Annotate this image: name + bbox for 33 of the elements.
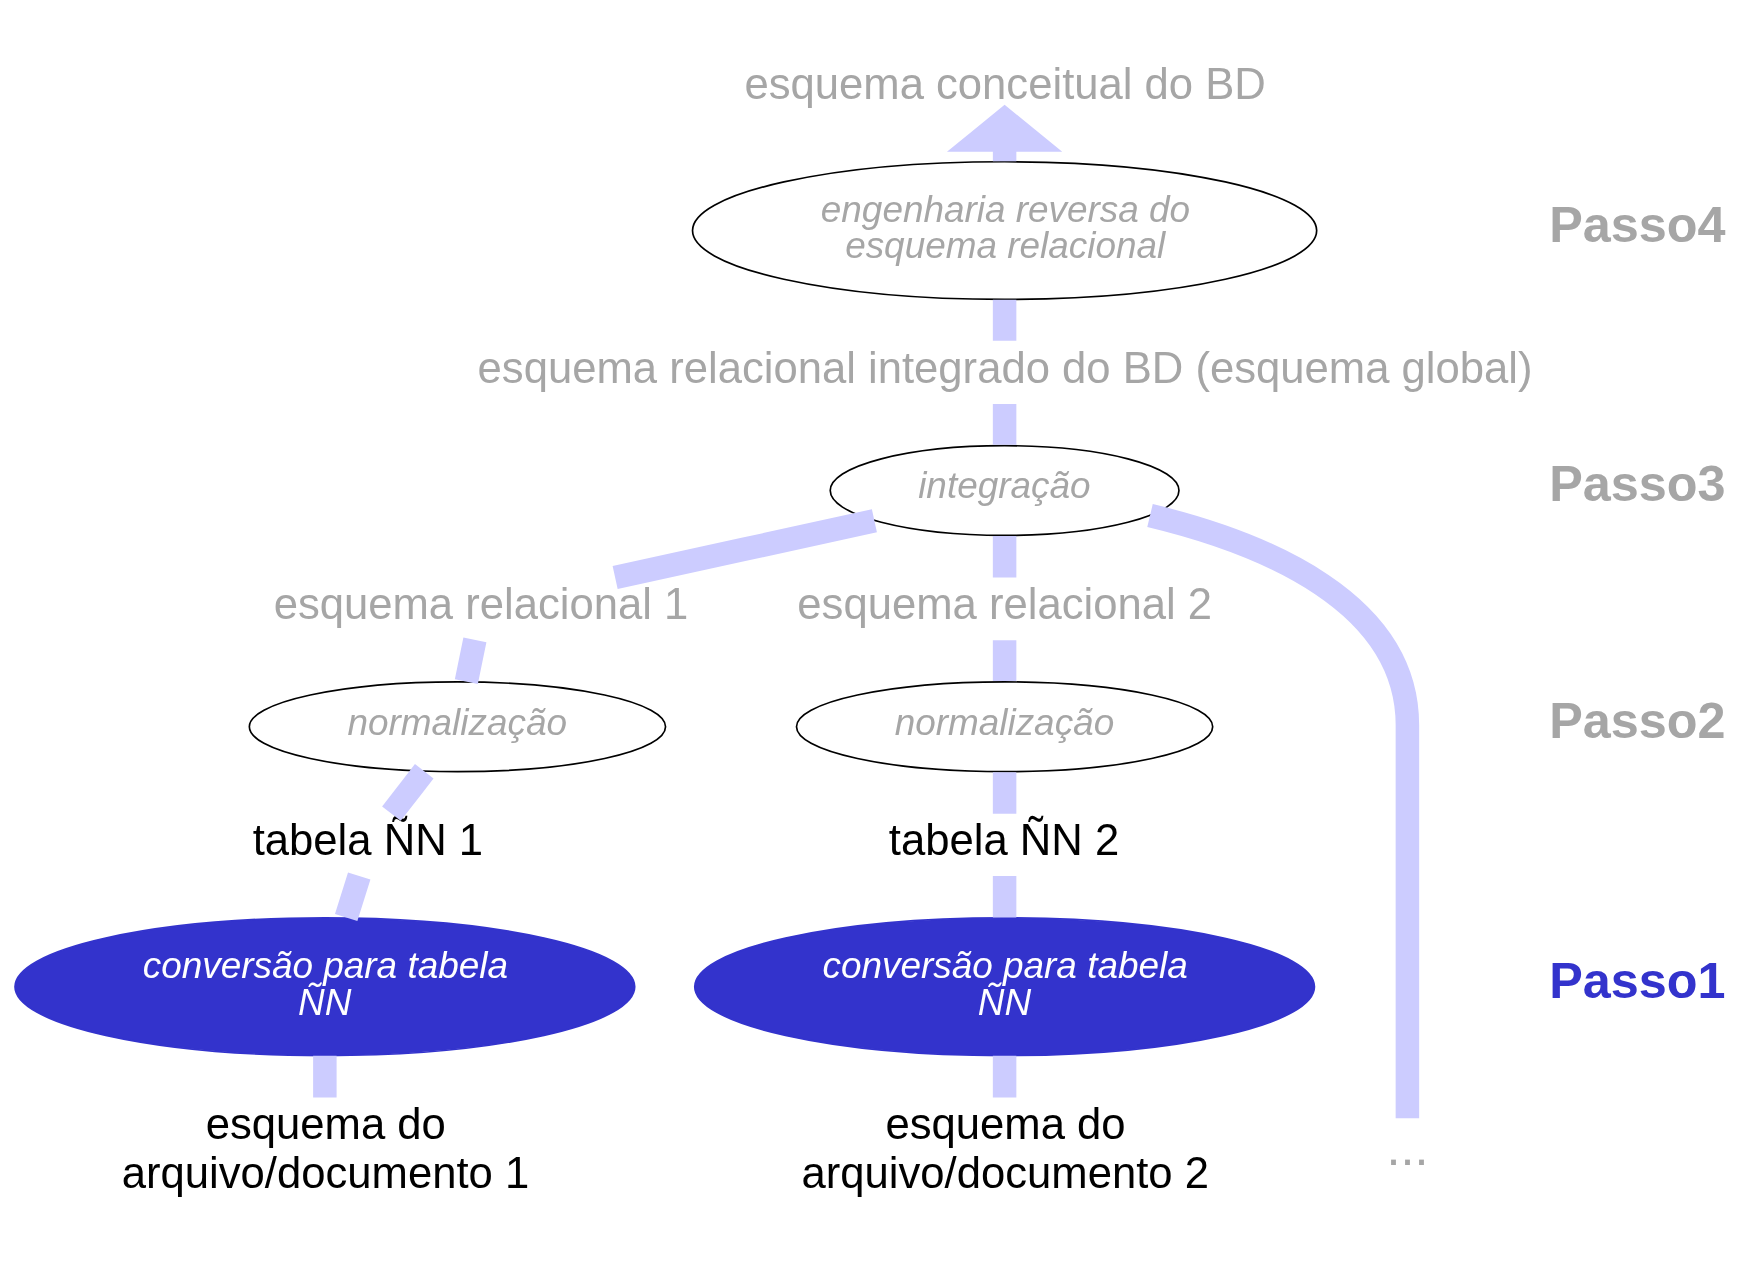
node-text: esquema relacional 2 [797, 580, 1213, 629]
node-text: esquema do arquivo/documento 1 [121, 1100, 530, 1197]
connector [612, 509, 877, 590]
node-ellipse: normalização [248, 681, 667, 773]
connector [992, 640, 1017, 682]
connector [1147, 504, 1420, 1119]
connector [992, 404, 1017, 445]
node-text: esquema relacional 1 [273, 580, 689, 629]
connector [992, 772, 1017, 814]
connector [313, 1055, 337, 1098]
connector [454, 637, 487, 685]
node-ellipse: conversão para tabela ÑN [14, 917, 636, 1057]
label: Passo3 [1549, 455, 1726, 513]
label: Passo4 [1549, 195, 1726, 253]
node-text: tabela ÑN 2 [888, 816, 1120, 865]
arrow [946, 104, 1063, 162]
connector [992, 299, 1017, 341]
node-text: ... [1386, 1119, 1429, 1177]
connector [992, 1055, 1017, 1098]
connector [992, 876, 1017, 918]
label: Passo2 [1549, 691, 1726, 749]
node-text: esquema relacional integrado do BD (esquema global) [477, 344, 1533, 393]
node-text: tabela ÑN 1 [252, 816, 484, 865]
node-ellipse: integração [829, 444, 1180, 537]
connector [992, 536, 1017, 578]
node-ellipse: normalização [795, 681, 1214, 773]
node-ellipse: conversão para tabela ÑN [693, 917, 1316, 1057]
label: Passo1 [1549, 951, 1726, 1009]
connector [382, 764, 434, 821]
node-ellipse: engenharia reversa do esquema relacional [691, 160, 1318, 301]
node-text: esquema conceitual do BD [744, 60, 1266, 109]
connector [334, 872, 371, 921]
node-text: esquema do arquivo/documento 2 [801, 1100, 1209, 1197]
